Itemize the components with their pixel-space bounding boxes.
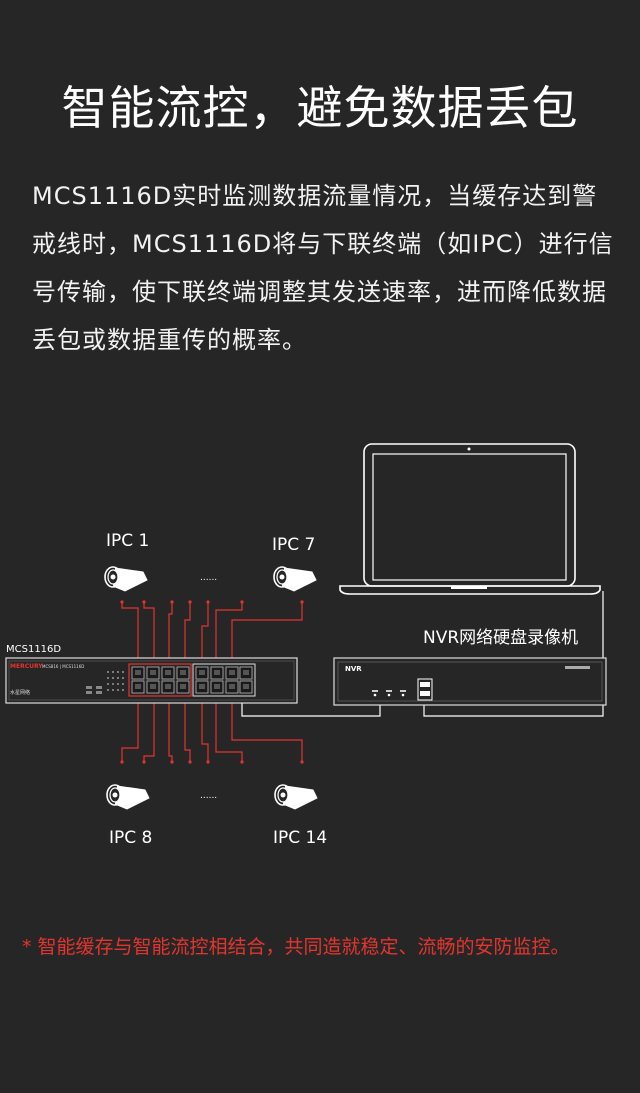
camera-icon-ipc14 [274, 784, 318, 810]
switch-brand-cn: 水星网络 [10, 689, 30, 696]
bottom-link-endpoints [120, 760, 304, 764]
nvr-links [241, 591, 604, 717]
laptop-icon [339, 443, 601, 595]
nvr-caption: NVR网络硬盘录像机 [423, 628, 578, 648]
ipc-label-bottom-left: IPC 8 [109, 828, 152, 848]
ipc-label-top-left: IPC 1 [106, 531, 149, 551]
page-title: 智能流控，避免数据丢包 [61, 81, 579, 135]
ellipsis-top: ...... [200, 573, 217, 583]
nvr-device: NVR [333, 657, 607, 706]
switch-model-label: MCS1116D [6, 644, 61, 655]
network-diagram: IPC 1 IPC 7 IPC 8 IPC 14 ...... ...... M… [5, 443, 607, 848]
bottom-camera-links [121, 696, 303, 762]
camera-icon-ipc8 [106, 784, 150, 810]
switch-device: MERCURY MCS816 | MCS1116D 水星网络 [5, 657, 298, 704]
top-link-endpoints [120, 600, 304, 604]
camera-icon-ipc1 [104, 566, 148, 592]
switch-panel-model: MCS816 | MCS1116D [42, 664, 84, 669]
top-camera-links [121, 602, 303, 664]
camera-icon-ipc7 [273, 566, 317, 592]
feature-description: MCS1116D实时监测数据流量情况，当缓存达到警戒线时，MCS1116D将与下… [32, 182, 614, 354]
nvr-brand-label: NVR [345, 665, 362, 673]
ellipsis-bottom: ...... [200, 791, 217, 801]
switch-brand-logo: MERCURY [10, 663, 43, 670]
ipc-label-bottom-right: IPC 14 [273, 828, 327, 848]
footnote: * 智能缓存与智能流控相结合，共同造就稳定、流畅的安防监控。 [22, 936, 570, 958]
ipc-label-top-right: IPC 7 [272, 535, 315, 555]
